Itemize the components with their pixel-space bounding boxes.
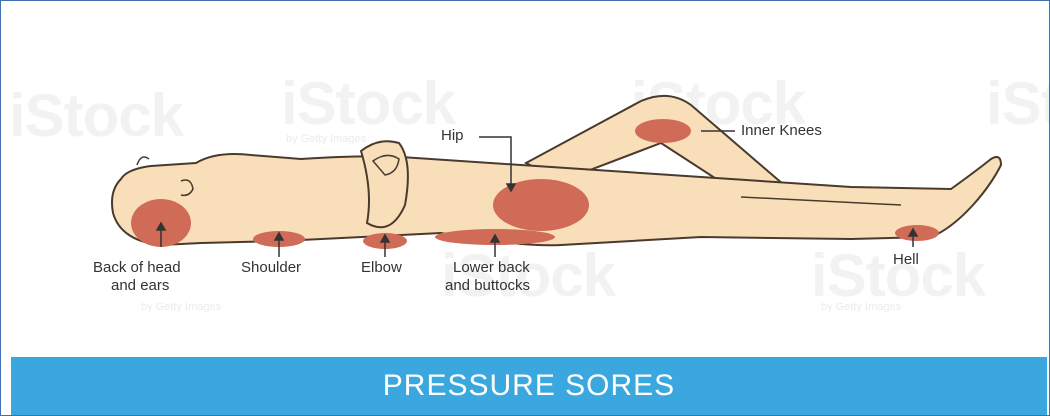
sore-heel [895, 225, 939, 241]
label-elbow: Elbow [361, 259, 402, 277]
label-back-of-head-2: and ears [111, 277, 169, 295]
title-banner: PRESSURE SORES [11, 357, 1047, 415]
label-lower-back-2: and buttocks [445, 277, 530, 295]
face-profile [137, 157, 149, 165]
body-illustration [1, 1, 1049, 357]
sore-inner-knees [635, 119, 691, 143]
folded-arm [361, 141, 408, 227]
label-back-of-head: Back of head [93, 259, 181, 277]
page-title: PRESSURE SORES [383, 369, 675, 403]
label-shoulder: Shoulder [241, 259, 301, 277]
sore-hip [493, 179, 589, 231]
label-hip: Hip [441, 127, 464, 145]
label-lower-back: Lower back [453, 259, 530, 277]
label-heel: Hell [893, 251, 919, 269]
label-inner-knees: Inner Knees [741, 122, 822, 140]
